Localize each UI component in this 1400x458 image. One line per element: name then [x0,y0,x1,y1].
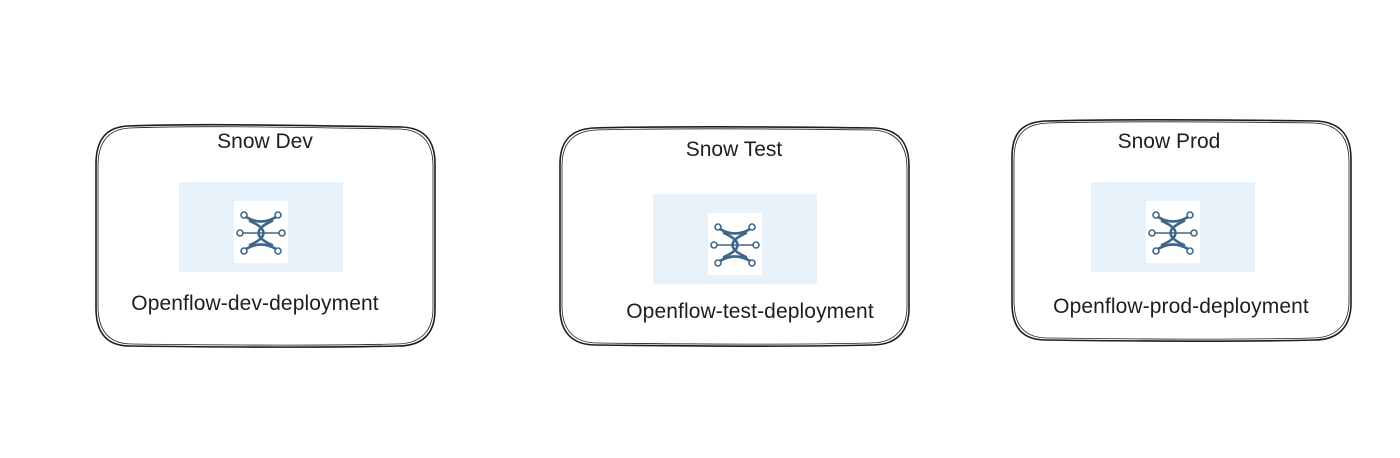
deployment-label: Openflow-dev-deployment [131,292,379,315]
env-card-dev: Snow Dev Op [94,123,436,348]
card-border [1011,119,1352,342]
env-card-test: Snow Test O [558,126,910,347]
openflow-network-icon [710,223,760,267]
icon-panel [1091,182,1255,272]
openflow-network-icon [236,211,286,255]
icon-panel [653,194,817,284]
env-title: Snow Prod [1117,130,1221,153]
deployment-label: Openflow-test-deployment [626,300,874,323]
card-border [95,123,436,348]
icon-panel [179,182,343,272]
openflow-network-icon [1148,211,1198,255]
env-title: Snow Test [685,138,783,161]
icon-tile [1146,201,1200,263]
icon-tile [708,213,762,275]
card-border [559,126,910,347]
env-title: Snow Dev [217,130,313,153]
env-card-prod: Snow Prod O [1010,119,1352,342]
deployment-label: Openflow-prod-deployment [1053,295,1309,318]
icon-tile [234,201,288,263]
